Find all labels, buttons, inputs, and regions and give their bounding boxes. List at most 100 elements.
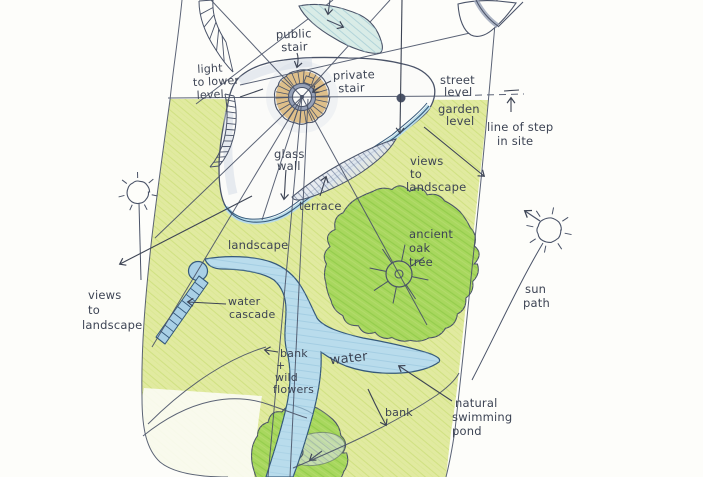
sun-left-disc: [126, 180, 151, 205]
bank-curve-lower: [292, 372, 460, 469]
label-natural-swimming-pond: natural swimming pond: [452, 396, 512, 438]
light-leader: [239, 88, 264, 98]
water-texture: [205, 256, 440, 477]
svg-text:flowers: flowers: [273, 383, 314, 396]
sun-direction-arrow: [523, 209, 541, 222]
svg-text:water: water: [329, 349, 369, 368]
radial-tick: [121, 179, 128, 184]
label-terrace: terrace: [299, 199, 341, 213]
svg-text:swimming: swimming: [452, 410, 512, 424]
level-line: [167, 95, 461, 99]
geometry-line: [289, 98, 309, 477]
step-rung: [209, 165, 220, 168]
radial-tick: [369, 267, 387, 272]
radial-tick: [411, 276, 429, 281]
radial-tick: [529, 238, 536, 244]
step-rung: [226, 105, 236, 108]
step-rung: [190, 287, 200, 296]
svg-text:to lower: to lower: [193, 74, 240, 89]
step-rung: [226, 128, 236, 131]
step-rung: [172, 312, 183, 320]
labels: public stair private stair light to lowe…: [82, 26, 553, 438]
svg-text:sun: sun: [525, 282, 546, 296]
svg-text:+: +: [276, 359, 285, 372]
shadow-arrow: [308, 450, 323, 461]
level-line-dashed: [462, 93, 525, 96]
svg-text:landscape: landscape: [228, 238, 288, 252]
pond-leader: [397, 364, 453, 402]
sun-right: [471, 207, 572, 381]
step-rung: [227, 111, 237, 114]
radial-tick: [302, 70, 305, 84]
svg-text:landscape: landscape: [82, 318, 142, 332]
external-stair: [209, 93, 237, 168]
sun-right-disc: [536, 217, 562, 243]
stream-over-tree: [265, 403, 314, 477]
radial-tick: [315, 99, 329, 103]
private-stair-leader: [311, 80, 332, 93]
radial-tick: [562, 216, 569, 222]
geometry-line: [261, 96, 303, 221]
step-rung: [225, 41, 234, 73]
corner-leaf: [457, 0, 524, 37]
views-right-arrow: [423, 126, 486, 177]
radial-tick: [307, 109, 313, 122]
radial-tick: [551, 207, 555, 215]
svg-text:views: views: [88, 288, 121, 302]
glass-wall-leader: [280, 169, 289, 201]
label-landscape: landscape: [228, 238, 288, 252]
pencil-shade-top: [237, 57, 313, 86]
street-approach-path: [198, 0, 234, 73]
radial-tick: [314, 102, 327, 109]
svg-text:stair: stair: [338, 80, 365, 95]
step-rung: [164, 324, 174, 333]
radial-tick: [526, 224, 534, 228]
step-rung: [209, 21, 217, 40]
radial-tick: [315, 95, 329, 97]
label-ancient-oak: ancient oak tree: [409, 227, 453, 269]
step-rung: [227, 117, 237, 120]
radial-tick: [373, 280, 389, 291]
garden-pointer-line: [395, 0, 405, 135]
label-light-to-lower-level: light to lower level: [193, 62, 240, 102]
label-views-right: views to landscape: [406, 154, 466, 194]
label-views-left: views to landscape: [82, 288, 142, 332]
svg-text:pond: pond: [452, 424, 482, 438]
svg-text:in site: in site: [497, 134, 533, 148]
radial-tick: [557, 243, 563, 250]
svg-text:light: light: [197, 62, 224, 76]
sun-right-rays: [526, 207, 572, 253]
geometry-line: [239, 32, 471, 86]
views-left-arrow: [118, 195, 253, 266]
radial-tick: [143, 204, 148, 211]
label-water: water: [329, 349, 369, 368]
svg-text:level: level: [446, 114, 474, 128]
geometry-line: [301, 0, 391, 98]
radial-tick: [285, 75, 294, 87]
svg-text:glass: glass: [274, 147, 305, 161]
label-private-stair: private stair: [333, 67, 376, 95]
step-rung: [213, 161, 223, 163]
public-stair-leader: [293, 52, 303, 69]
leaf-pointer: [324, 0, 334, 16]
svg-text:wall: wall: [277, 159, 301, 173]
stair-treads: [209, 93, 237, 168]
svg-text:level: level: [196, 88, 224, 102]
ancient-oak-tree: [323, 185, 480, 342]
svg-text:landscape: landscape: [406, 180, 466, 194]
svg-text:tree: tree: [409, 255, 433, 269]
geometry-line: [267, 96, 303, 477]
step-rung: [216, 156, 226, 158]
sun-left: [118, 171, 158, 281]
radial-tick: [277, 85, 290, 92]
svg-text:natural: natural: [455, 396, 498, 410]
pond-enclosure-arc: [142, 398, 308, 437]
sun-left-pole: [138, 202, 142, 281]
oak-canopy-texture: [324, 185, 480, 342]
label-line-of-step: line of step in site: [487, 120, 553, 148]
step-rung: [200, 7, 214, 15]
step-rung: [198, 0, 214, 2]
building-footprint: [198, 0, 436, 225]
svg-text:to: to: [88, 303, 100, 317]
